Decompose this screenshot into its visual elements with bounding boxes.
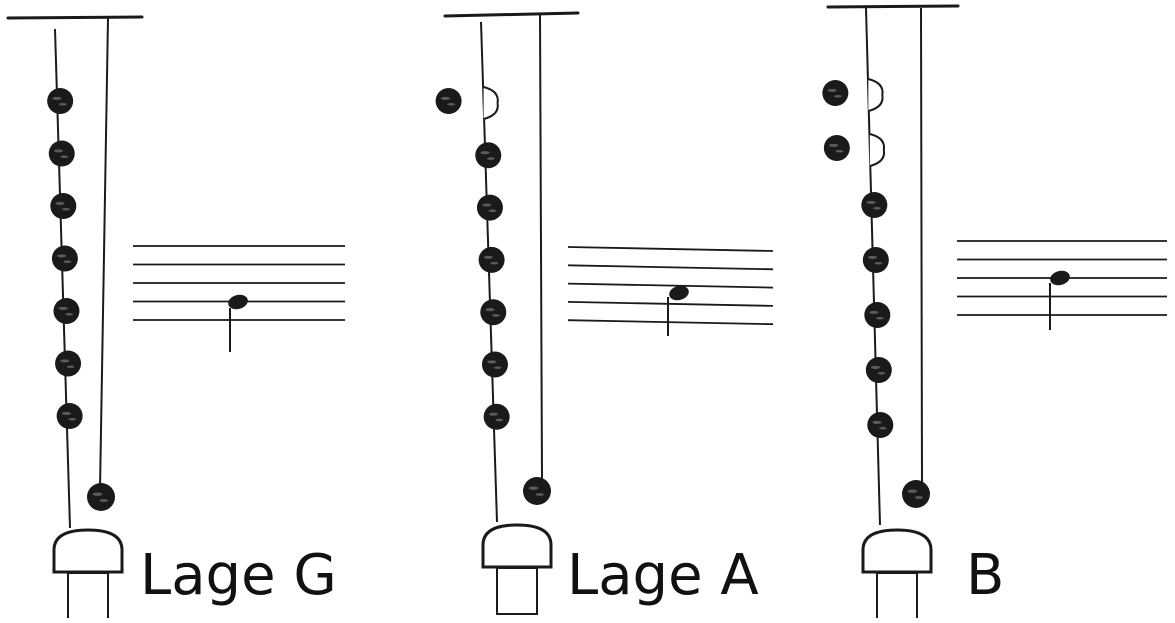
figure-1-staff-line-4: [567, 301, 774, 307]
figure-1-note-head: [669, 285, 689, 301]
fingering-label-b: B: [966, 543, 1005, 608]
figure-1-top-bar: [443, 11, 580, 18]
figure-0-hole-2-closed: [48, 140, 75, 167]
figure-2-hole-4-closed: [862, 247, 889, 273]
figure-0-top-bar: [6, 15, 144, 20]
figure-1-hole-1-open: [435, 88, 462, 114]
figure-2-top-bar: [826, 4, 960, 9]
figure-2-hole-5-closed: [864, 302, 891, 328]
figure-1-mouthpiece-cap: [481, 523, 553, 569]
figure-2-bore-right: [920, 7, 923, 487]
figure-1-hole-5-closed: [480, 299, 507, 326]
figure-1-hole-3-closed: [476, 194, 503, 221]
figure-0-bore-right: [99, 17, 109, 491]
figure-2-thumb-hole: [902, 480, 930, 508]
figure-2-hole-2-open: [823, 135, 850, 161]
figure-0-hole-4-closed: [51, 245, 78, 272]
figure-0-hole-7-closed: [56, 403, 83, 429]
figure-1-staff-line-2: [567, 264, 774, 271]
figure-0-hole-6-closed: [55, 350, 82, 377]
figure-1-hole-1-notch: [483, 86, 499, 120]
figure-1-staff-line-1: [567, 246, 774, 252]
figure-0-thumb-hole: [87, 483, 115, 511]
figure-0-hole-5-closed: [53, 298, 80, 324]
figure-2-note-head: [1050, 270, 1070, 286]
fingering-label-a: Lage A: [567, 543, 759, 608]
fingering-label-g: Lage G: [140, 543, 337, 608]
figure-1-hole-4-closed: [478, 246, 505, 273]
figure-2-hole-2-notch: [869, 133, 886, 167]
figure-2-hole-7-closed: [867, 412, 894, 438]
figure-2-hole-1-open: [822, 80, 849, 106]
figure-1-staff-line-5: [567, 319, 774, 326]
figure-1-hole-2-closed: [475, 142, 502, 169]
figure-2-mouthpiece-cap: [861, 528, 933, 574]
figure-0-note-head: [228, 294, 248, 310]
figure-2-tube-stub: [876, 572, 918, 620]
figure-1-hole-7-closed: [483, 403, 510, 430]
figure-2-hole-6-closed: [865, 357, 892, 383]
figure-0-tube-stub: [67, 572, 109, 620]
figure-1-staff-line-3: [567, 282, 774, 289]
figure-1-hole-6-closed: [481, 351, 508, 378]
figure-0-hole-1-closed: [47, 88, 74, 114]
figure-2-hole-1-notch: [868, 78, 884, 112]
figure-0-mouthpiece-cap: [52, 528, 124, 574]
figure-1-bore-right: [539, 13, 543, 481]
figure-1-tube-stub: [496, 567, 538, 615]
figure-0-hole-3-closed: [50, 193, 77, 219]
figure-2-hole-3-closed: [861, 192, 888, 218]
figure-1-thumb-hole: [523, 477, 551, 505]
